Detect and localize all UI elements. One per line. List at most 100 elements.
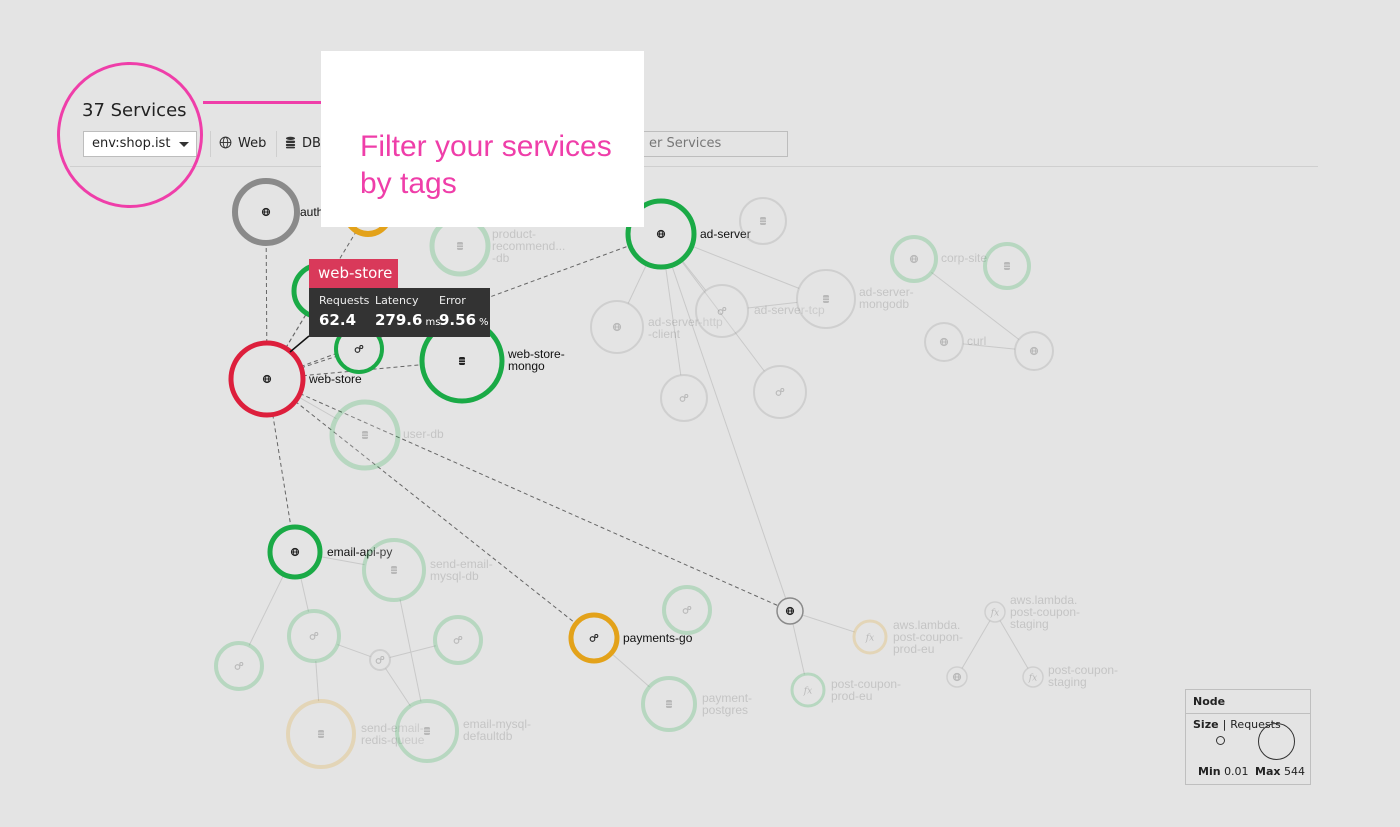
service-node-web-store[interactable]: web-store <box>228 340 362 418</box>
database-icon <box>459 357 465 365</box>
edge-send-email-mysql-db-to-email-mysql-defaultdb <box>399 599 422 702</box>
service-node-ad-worker-a[interactable] <box>660 374 708 422</box>
service-node-corp-site-db[interactable] <box>983 242 1031 290</box>
service-node-auth[interactable]: auth <box>232 178 323 246</box>
legend-max-value: 544 <box>1283 765 1305 778</box>
worker-icon <box>775 388 785 396</box>
service-node-ring[interactable] <box>286 699 356 769</box>
service-node-label: payments-go <box>623 631 693 645</box>
service-node-email-mysql-defaultdb[interactable]: email-mysql-defaultdb <box>395 699 531 763</box>
type-filter-db[interactable]: DB <box>276 131 321 157</box>
service-node-user-db[interactable]: user-db <box>329 399 444 471</box>
service-node-email-worker-a[interactable] <box>287 609 341 663</box>
service-node-ring[interactable] <box>695 284 749 338</box>
database-icon <box>362 431 368 439</box>
service-node-label: email-mysql-defaultdb <box>463 717 531 743</box>
service-node-payments-go[interactable]: payments-go <box>568 612 693 664</box>
service-node-ring[interactable] <box>362 538 426 602</box>
worker-icon <box>375 656 385 664</box>
service-node-email-worker-b[interactable] <box>433 615 483 665</box>
service-node-ad-server-mongodb[interactable]: ad-server-mongodb <box>796 269 914 329</box>
service-node-ring[interactable] <box>1014 331 1054 371</box>
service-node-ring[interactable] <box>790 672 826 708</box>
service-node-ring[interactable] <box>641 676 697 732</box>
service-node-ad-server-db-top[interactable] <box>739 197 787 245</box>
database-icon <box>1004 262 1010 270</box>
service-node-ring[interactable] <box>590 300 644 354</box>
service-node-ad-server[interactable]: ad-server <box>625 198 751 270</box>
service-node-ring[interactable] <box>753 365 807 419</box>
service-node-label: web-store <box>308 372 362 386</box>
service-node-send-email-mysql-db[interactable]: send-email-mysql-db <box>362 538 493 602</box>
service-node-label: email-api-py <box>327 545 392 559</box>
error-value-group: 9.56% <box>439 311 489 329</box>
service-node-gateway[interactable] <box>776 597 804 625</box>
service-node-label: send-email-mysql-db <box>430 557 493 583</box>
service-node-ring[interactable] <box>329 399 401 471</box>
service-node-label: corp-site <box>941 251 987 265</box>
worker-icon <box>682 606 692 614</box>
service-node-ring[interactable] <box>660 374 708 422</box>
database-icon <box>318 730 324 738</box>
web-icon <box>909 254 919 264</box>
svg-text:fx: fx <box>1028 674 1037 684</box>
callout-text: Filter your services by tags <box>360 130 612 200</box>
service-node-ring[interactable] <box>924 322 964 362</box>
service-node-send-email-redis-queue[interactable]: send-email-redis-queue <box>286 699 425 769</box>
edge-ad-server-tcp-to-ad-server-mongodb <box>747 301 798 309</box>
service-node-ring[interactable] <box>369 649 391 671</box>
service-node-ring[interactable] <box>946 666 968 688</box>
service-node-ring[interactable] <box>287 609 341 663</box>
service-node-web-store-mongo[interactable]: web-store-mongo <box>419 318 565 404</box>
type-filter-db-label: DB <box>302 136 321 151</box>
database-icon <box>457 242 463 250</box>
service-node-label: aws.lambda.post-coupon-prod-eu <box>893 618 963 656</box>
service-node-ring[interactable] <box>852 619 888 655</box>
service-node-ad-server-tcp[interactable]: ad-server-tcp <box>695 284 825 338</box>
service-node-email-worker-c[interactable] <box>369 649 391 671</box>
service-node-ring[interactable] <box>1022 666 1044 688</box>
function-icon: fx <box>865 634 874 644</box>
edge-ad-server-to-ad-server-mongodb <box>691 245 800 289</box>
database-icon <box>760 217 766 225</box>
legend-max-label: Max <box>1255 765 1281 778</box>
latency-unit: ms <box>425 317 441 328</box>
service-node-ring[interactable] <box>984 601 1006 623</box>
service-node-email-api-py[interactable]: email-api-py <box>267 524 392 580</box>
latency-label: Latency <box>375 294 419 307</box>
edge-ad-server-to-gateway <box>671 265 787 599</box>
function-icon: fx <box>803 687 812 697</box>
service-node-ring[interactable] <box>214 641 264 691</box>
database-icon <box>666 700 672 708</box>
service-node-ad-server-http-client[interactable]: ad-server-http-client <box>590 300 723 354</box>
service-node-ring[interactable] <box>890 235 938 283</box>
service-node-curl-target[interactable] <box>1014 331 1054 371</box>
service-node-corp-site[interactable]: corp-site <box>890 235 987 283</box>
service-node-ring[interactable] <box>395 699 459 763</box>
service-node-aws-lambda-post-coupon-prod-eu[interactable]: fx aws.lambda.post-coupon-prod-eu <box>852 618 963 656</box>
service-node-ad-worker-b[interactable] <box>753 365 807 419</box>
web-icon <box>952 672 962 682</box>
service-node-ring[interactable] <box>796 269 856 329</box>
service-node-coupon-web[interactable] <box>946 666 968 688</box>
web-icon <box>656 229 666 239</box>
web-icon <box>262 374 272 384</box>
service-node-email-worker-d[interactable] <box>214 641 264 691</box>
service-node-ring[interactable] <box>983 242 1031 290</box>
type-filter-web[interactable]: Web <box>210 131 266 157</box>
service-node-payment-postgres[interactable]: payment-postgres <box>641 676 752 732</box>
service-node-ring[interactable] <box>739 197 787 245</box>
service-node-curl[interactable]: curl <box>924 322 986 362</box>
service-node-ring[interactable] <box>568 612 620 664</box>
service-node-ring[interactable] <box>433 615 483 665</box>
edge-web-store-to-gateway <box>299 393 779 607</box>
service-node-payments-worker[interactable] <box>662 585 712 635</box>
worker-icon <box>679 394 689 402</box>
type-filter-web-label: Web <box>238 136 267 151</box>
service-node-ring[interactable] <box>662 585 712 635</box>
web-icon <box>290 547 300 557</box>
